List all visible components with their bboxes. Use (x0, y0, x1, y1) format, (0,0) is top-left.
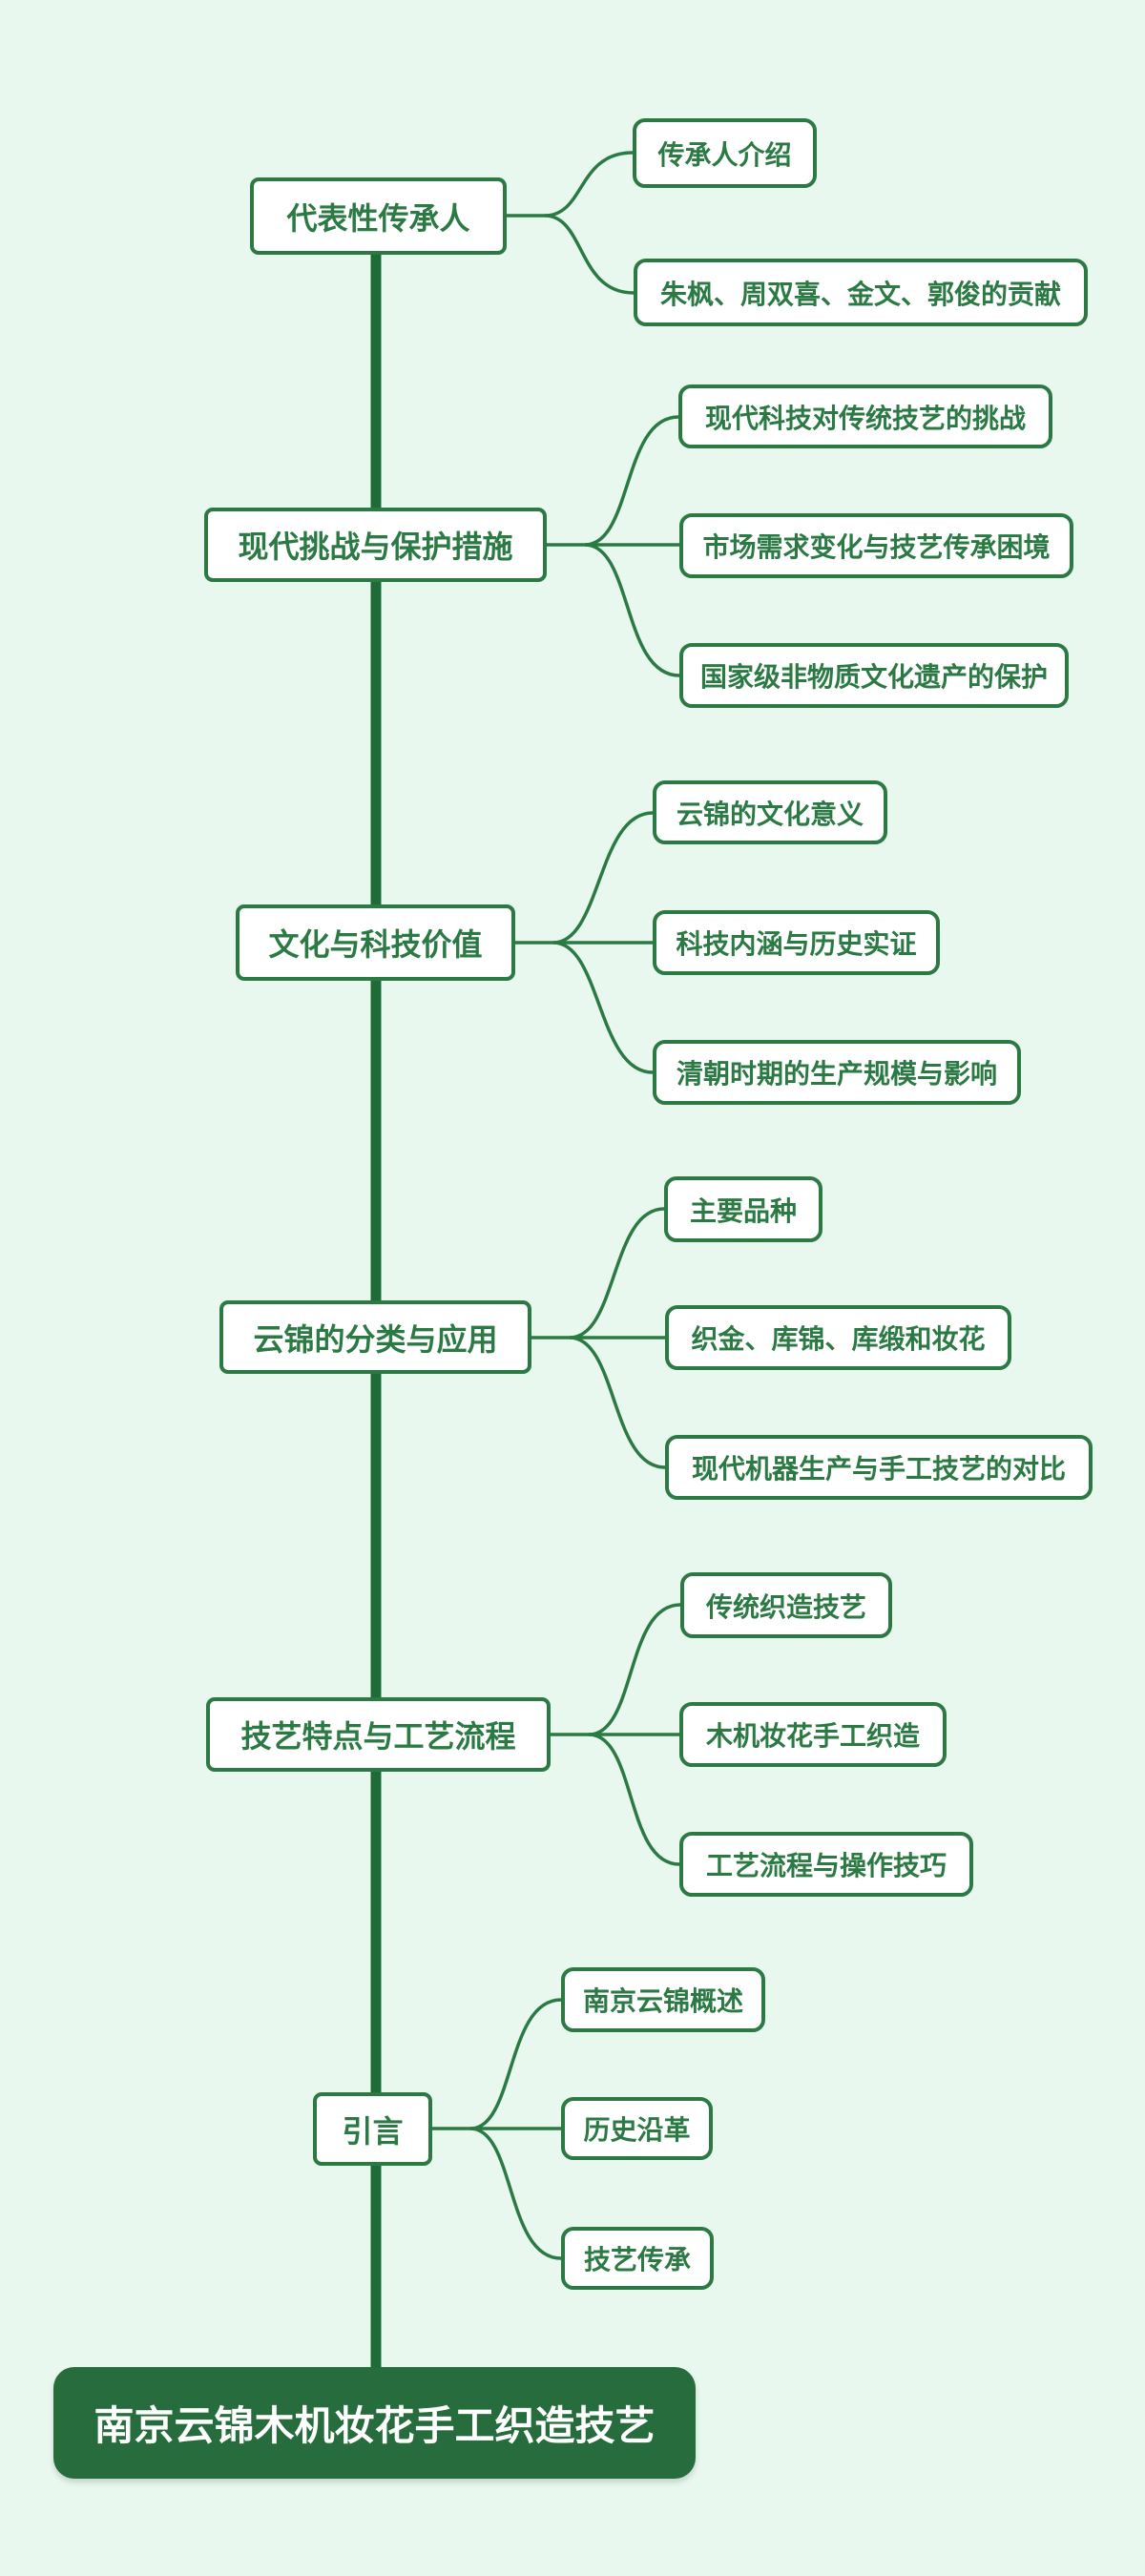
leaf-node-tech-history[interactable]: 科技内涵与历史实证 (653, 910, 940, 975)
leaf-node-cultural-meaning[interactable]: 云锦的文化意义 (653, 780, 887, 844)
connector-2-1 (584, 415, 679, 547)
branch-node-classification-application[interactable]: 云锦的分类与应用 (219, 1300, 531, 1374)
leaf-node-heritage-protection[interactable]: 国家级非物质文化遗产的保护 (679, 643, 1069, 708)
leaf-node-traditional-weaving[interactable]: 传统织造技艺 (680, 1572, 892, 1638)
leaf-node-yunjin-overview[interactable]: 南京云锦概述 (561, 1967, 765, 2032)
root-node-title[interactable]: 南京云锦木机妆花手工织造技艺 (53, 2367, 696, 2479)
connector-4-1 (569, 1207, 665, 1340)
connector-5-1 (588, 1603, 681, 1736)
branch-node-modern-challenges[interactable]: 现代挑战与保护措施 (204, 508, 547, 582)
leaf-node-process-skills[interactable]: 工艺流程与操作技巧 (679, 1832, 973, 1897)
branch-node-representative-inheritors[interactable]: 代表性传承人 (250, 177, 507, 255)
connector-6-1 (469, 1998, 562, 2130)
connector-2-3 (584, 543, 680, 677)
branch-node-introduction[interactable]: 引言 (313, 2092, 432, 2166)
branch-node-technique-process[interactable]: 技艺特点与工艺流程 (206, 1697, 551, 1772)
leaf-node-machine-vs-hand[interactable]: 现代机器生产与手工技艺的对比 (665, 1435, 1093, 1500)
leaf-node-contributors[interactable]: 朱枫、周双喜、金文、郭俊的贡献 (634, 259, 1088, 326)
leaf-node-wooden-loom-weaving[interactable]: 木机妆花手工织造 (679, 1702, 947, 1767)
connector-4-3 (569, 1336, 666, 1469)
connector-1-2 (544, 214, 635, 295)
leaf-node-market-demand[interactable]: 市场需求变化与技艺传承困境 (679, 513, 1073, 578)
leaf-node-skill-inheritance[interactable]: 技艺传承 (561, 2227, 714, 2290)
leaf-node-qing-scale[interactable]: 清朝时期的生产规模与影响 (653, 1040, 1021, 1105)
connector-3-3 (552, 941, 654, 1074)
leaf-node-tech-challenge[interactable]: 现代科技对传统技艺的挑战 (678, 384, 1052, 448)
connector-1-1 (544, 151, 634, 218)
leaf-node-inheritor-intro[interactable]: 传承人介绍 (633, 118, 817, 188)
connector-5-3 (588, 1733, 680, 1866)
leaf-node-main-varieties[interactable]: 主要品种 (664, 1176, 822, 1242)
leaf-node-history[interactable]: 历史沿革 (561, 2097, 713, 2160)
branch-node-cultural-tech-value[interactable]: 文化与科技价值 (236, 904, 515, 981)
connector-3-1 (552, 811, 654, 945)
connector-6-3 (469, 2127, 562, 2260)
leaf-node-four-types[interactable]: 织金、库锦、库缎和妆花 (665, 1305, 1011, 1370)
